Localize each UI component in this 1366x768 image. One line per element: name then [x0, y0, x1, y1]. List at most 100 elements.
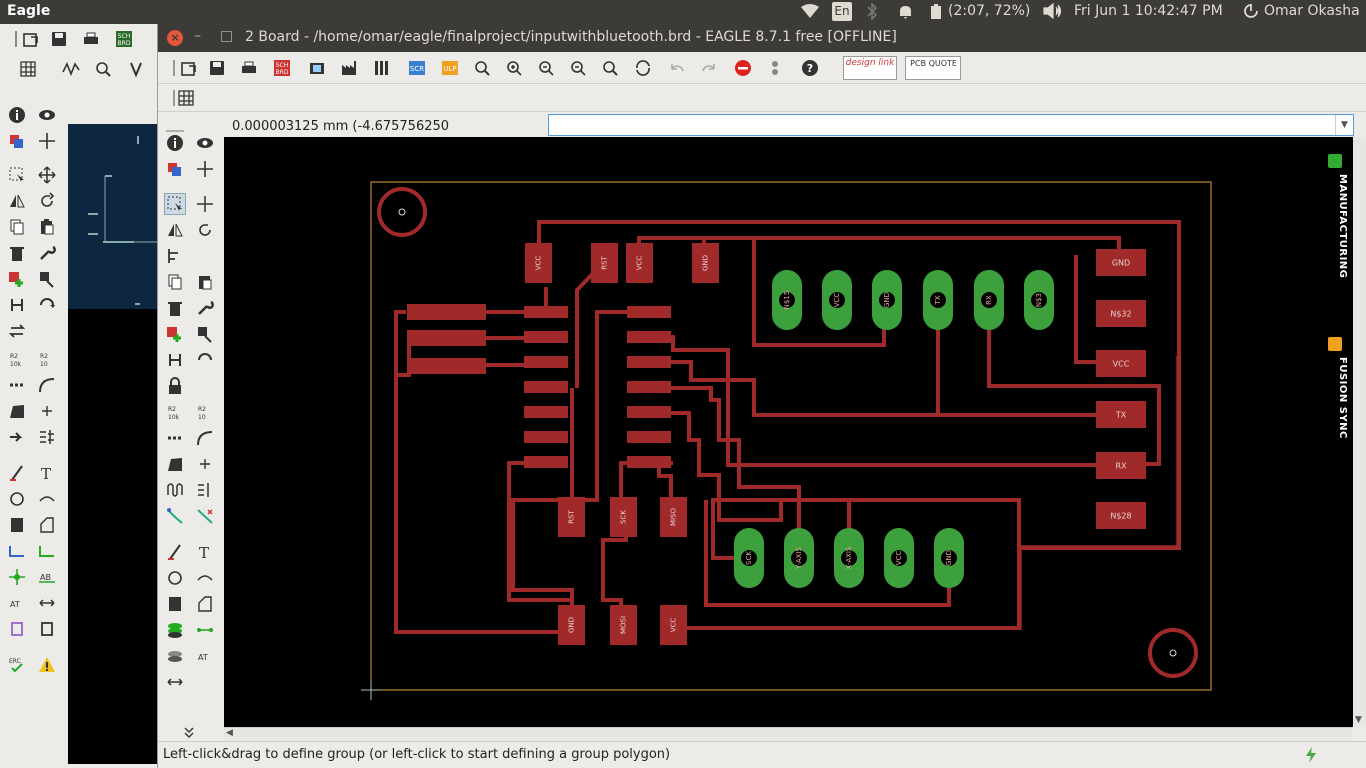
zoom-icon[interactable]: [92, 58, 114, 80]
volume-icon[interactable]: [1043, 2, 1063, 23]
zoom-out-icon[interactable]: [535, 57, 557, 79]
wifi-icon[interactable]: [800, 3, 820, 23]
text-icon[interactable]: T: [194, 541, 216, 563]
pinswap-icon[interactable]: [36, 618, 58, 640]
text-icon[interactable]: T: [36, 462, 58, 484]
horizontal-scrollbar[interactable]: ◀: [224, 727, 1352, 741]
cross-add-icon[interactable]: [194, 453, 216, 475]
invoke-icon[interactable]: [6, 294, 28, 316]
arc-icon[interactable]: [194, 567, 216, 589]
notification-bell-icon[interactable]: [897, 3, 914, 24]
polygon-icon[interactable]: [194, 593, 216, 615]
grid-icon[interactable]: [17, 58, 39, 80]
polygon-icon[interactable]: [36, 514, 58, 536]
close-button[interactable]: ×: [167, 30, 183, 46]
mark-icon[interactable]: [36, 130, 58, 152]
lock-icon[interactable]: [164, 375, 186, 397]
optimize-icon[interactable]: [164, 453, 186, 475]
miter-icon[interactable]: [194, 427, 216, 449]
layer-icon[interactable]: [164, 158, 186, 180]
script-icon[interactable]: SCR: [406, 57, 428, 79]
show-eye-icon[interactable]: [36, 104, 58, 126]
command-history-dropdown-icon[interactable]: ▼: [1335, 115, 1353, 135]
attribute-icon[interactable]: AT: [194, 645, 216, 667]
align-icon[interactable]: [194, 479, 216, 501]
change-wrench-icon[interactable]: [36, 242, 58, 264]
paste-icon[interactable]: [194, 271, 216, 293]
label-icon[interactable]: AB: [36, 566, 58, 588]
replace-icon[interactable]: [194, 323, 216, 345]
cross-add-icon[interactable]: [36, 400, 58, 422]
copy-icon[interactable]: [164, 271, 186, 293]
maximize-button[interactable]: □: [220, 28, 234, 44]
miter-icon[interactable]: [36, 374, 58, 396]
ulp-icon[interactable]: ULP: [439, 57, 461, 79]
zoom-fit-icon[interactable]: [471, 57, 493, 79]
undo-icon[interactable]: [666, 57, 688, 79]
go-icon[interactable]: [764, 57, 786, 79]
via-stack-icon[interactable]: [164, 619, 186, 641]
redraw-icon[interactable]: [632, 57, 654, 79]
show-eye-icon[interactable]: [194, 132, 216, 154]
add-part-icon[interactable]: [6, 268, 28, 290]
print-icon[interactable]: [238, 57, 260, 79]
move-icon[interactable]: [36, 164, 58, 186]
battery-icon[interactable]: [930, 3, 942, 24]
replace-icon[interactable]: [36, 268, 58, 290]
expand-palette-icon[interactable]: [178, 721, 200, 743]
copy-icon[interactable]: [6, 216, 28, 238]
group-select-icon[interactable]: [6, 164, 28, 186]
minimize-button[interactable]: –: [194, 28, 201, 44]
zoom-select-icon[interactable]: [599, 57, 621, 79]
rectangle-icon[interactable]: [6, 514, 28, 536]
split-icon[interactable]: [164, 427, 186, 449]
signal-icon[interactable]: [60, 58, 82, 80]
meander-icon[interactable]: [164, 479, 186, 501]
circle-icon[interactable]: [6, 488, 28, 510]
manufacturing-tab-icon[interactable]: [1328, 154, 1342, 168]
erc-icon[interactable]: ERC: [6, 654, 28, 676]
swap-icon[interactable]: [6, 320, 28, 342]
move-icon[interactable]: [194, 193, 216, 215]
mirror-icon[interactable]: [164, 219, 186, 241]
mirror-icon[interactable]: [6, 190, 28, 212]
stop-icon[interactable]: [732, 57, 754, 79]
route-icon[interactable]: [164, 505, 186, 527]
manufacturing-tab[interactable]: MANUFACTURING: [1337, 174, 1348, 279]
rotate-icon[interactable]: [194, 219, 216, 241]
net-icon[interactable]: [6, 540, 28, 562]
redo-icon[interactable]: [698, 57, 720, 79]
warning-icon[interactable]: [36, 654, 58, 676]
user-session-icon[interactable]: [1243, 3, 1259, 23]
command-line-input[interactable]: ▼: [548, 114, 1354, 136]
open-icon[interactable]: [20, 28, 42, 50]
ripup-icon[interactable]: [194, 505, 216, 527]
pcb-quote-button[interactable]: PCB QUOTE: [905, 56, 961, 80]
route-arrow-icon[interactable]: [6, 426, 28, 448]
optimize-icon[interactable]: [6, 400, 28, 422]
align-icon[interactable]: [36, 426, 58, 448]
delete-icon[interactable]: [164, 297, 186, 319]
cam-icon[interactable]: [306, 57, 328, 79]
library-icon[interactable]: [371, 57, 393, 79]
info-icon[interactable]: [164, 132, 186, 154]
layer-icon[interactable]: [6, 130, 28, 152]
design-link-button[interactable]: design link: [843, 56, 897, 80]
wire-icon[interactable]: [6, 462, 28, 484]
wire-icon[interactable]: [164, 541, 186, 563]
bluetooth-icon[interactable]: [865, 2, 879, 24]
circle-icon[interactable]: [164, 567, 186, 589]
user-name[interactable]: Omar Okasha: [1264, 3, 1360, 19]
rotate-icon[interactable]: [36, 190, 58, 212]
frame-icon[interactable]: [6, 618, 28, 640]
manufacturing-icon[interactable]: [338, 57, 360, 79]
rotate-group-icon[interactable]: [36, 294, 58, 316]
split-icon[interactable]: [6, 374, 28, 396]
